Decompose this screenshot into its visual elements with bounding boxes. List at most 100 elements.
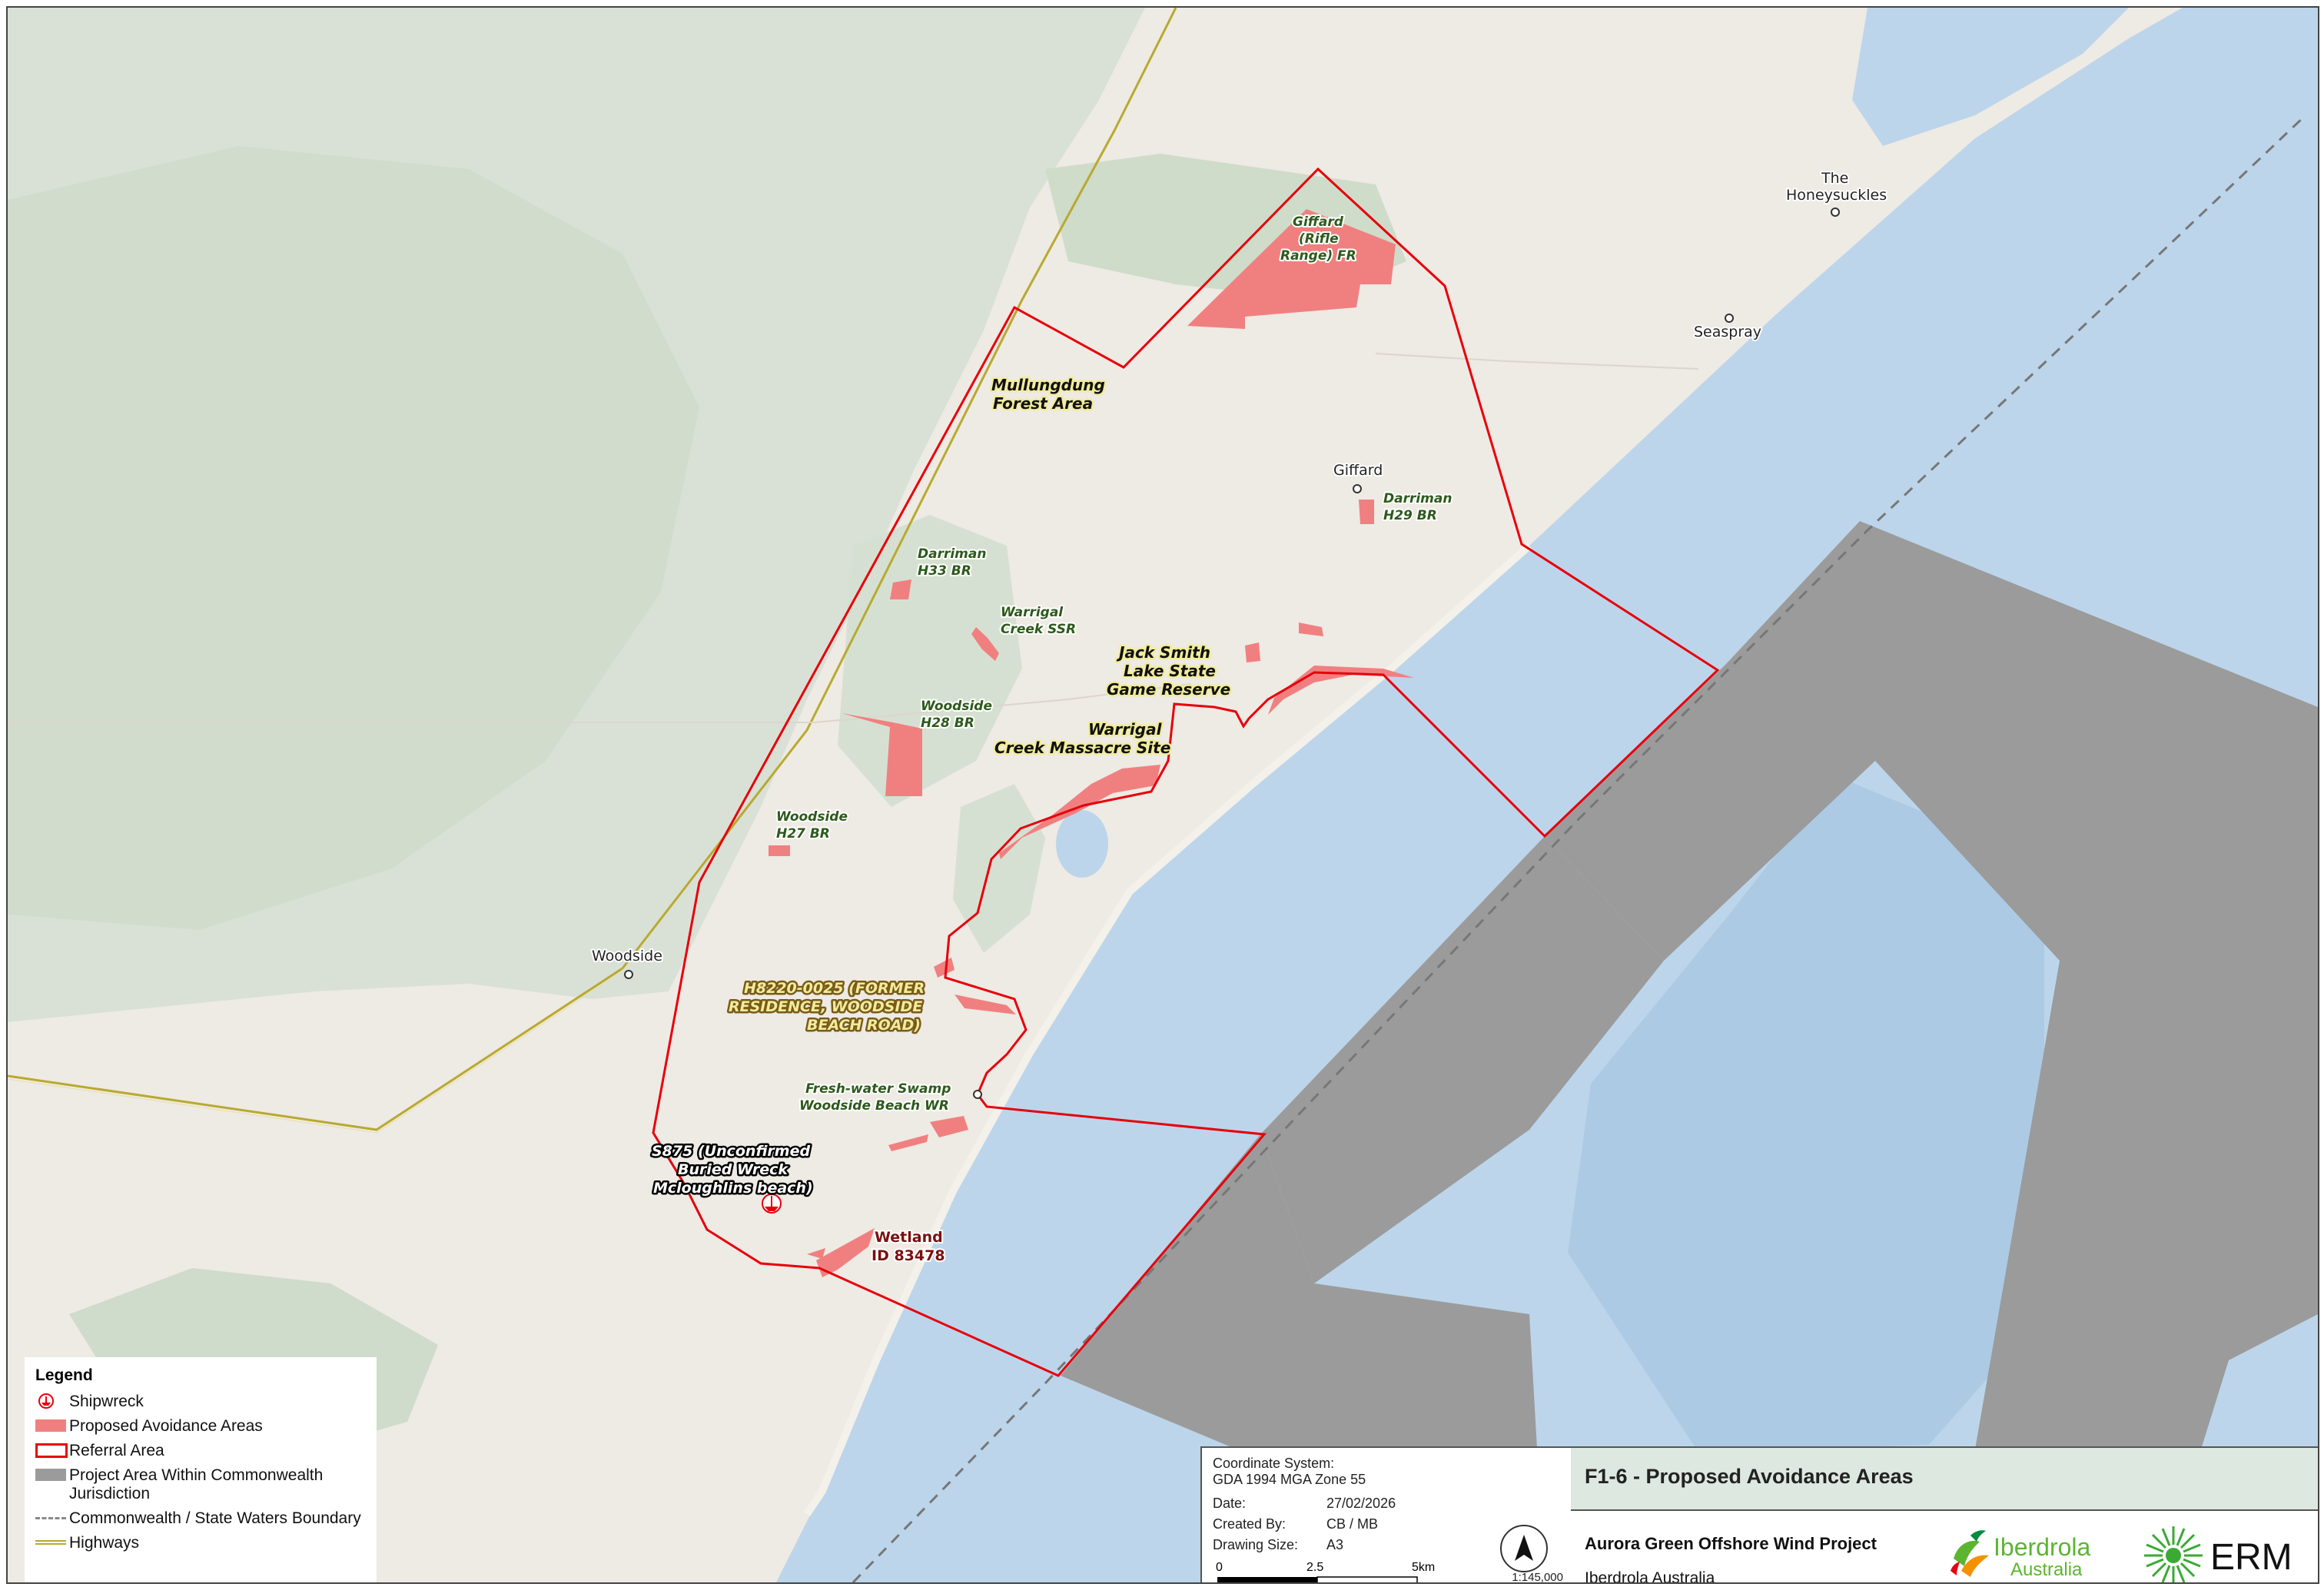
created-value: CB / MB: [1326, 1516, 1379, 1532]
legend-item-referral: Referral Area: [35, 1442, 366, 1460]
commonwealth-state-boundary: [852, 114, 2307, 1582]
erm-logo: ERM: [2141, 1522, 2310, 1582]
shipwreck-icon: [38, 1393, 54, 1409]
avoidance-darriman-h29: [1359, 500, 1374, 524]
label-giffard-fr: Giffard: [1293, 214, 1344, 230]
iberdrola-leaf-icon: [1950, 1530, 1989, 1577]
coastline: [803, 543, 1532, 1516]
label-s875: S875 (Unconfirmed: [652, 1143, 810, 1160]
scale-ratio: 1:145,000: [1512, 1571, 1563, 1584]
highway: [8, 971, 623, 1134]
road: [8, 683, 1192, 723]
label-giffard-fr: (Rifle: [1299, 231, 1339, 247]
label-jack-smith: Jack Smith: [1116, 643, 1210, 662]
label-mullungdung: Mullungdung: [991, 376, 1105, 394]
legend-item-shipwreck: Shipwreck: [35, 1393, 366, 1411]
erm-burst-icon: [2144, 1526, 2203, 1582]
place-seaspray: Seaspray: [1694, 324, 1761, 340]
forest-patch: [838, 515, 1022, 807]
scale-bar: 0 2.5 5km: [1216, 1560, 1462, 1582]
label-darriman-h29: Darriman: [1383, 491, 1452, 506]
label-giffard-fr: Range) FR: [1280, 248, 1356, 264]
avoidance-massacre-site: [999, 765, 1160, 859]
commonwealth-project-area: [1260, 836, 1664, 1283]
map-canvas[interactable]: The Honeysuckles Seaspray Giffard Woodsi…: [8, 8, 2318, 1582]
legend-item-commonwealth: Project Area Within Commonwealth Jurisdi…: [35, 1466, 366, 1503]
avoidance-h8220: [954, 994, 1016, 1014]
place-dot: [1353, 484, 1362, 493]
avoidance-area: [888, 1134, 928, 1151]
scale-tick-0: 0: [1216, 1561, 1223, 1574]
label-woodside-h27: H27 BR: [776, 826, 830, 842]
legend: Legend Shipwreck Proposed Avoidance Area…: [25, 1357, 377, 1582]
avoidance-giffard-fr: [1187, 209, 1396, 329]
lake: [1056, 810, 1108, 878]
avoidance-area: [934, 958, 954, 978]
legend-item-boundary: Commonwealth / State Waters Boundary: [35, 1509, 366, 1528]
highway-line-swatch: [35, 1540, 66, 1545]
label-darriman-h33: Darriman: [918, 546, 986, 562]
place-dot: [624, 970, 633, 979]
label-massacre-site: Creek Massacre Site: [994, 739, 1170, 757]
label-freshwater-swamp: Woodside Beach WR: [799, 1098, 949, 1114]
legend-label: Highways: [69, 1534, 140, 1552]
iberdrola-logo-text: Iberdrola: [1994, 1533, 2091, 1561]
estuary: [1852, 8, 2129, 146]
date-value: 27/02/2026: [1326, 1496, 1396, 1511]
label-warrigal-ssr: Creek SSR: [1001, 622, 1076, 637]
place-dot: [1831, 208, 1840, 217]
scale-tick-1: 2.5: [1306, 1561, 1323, 1574]
size-label: Drawing Size:: [1213, 1537, 1299, 1552]
label-h8220: RESIDENCE, WOODSIDE: [729, 998, 922, 1015]
scale-tick-2: 5km: [1412, 1561, 1435, 1574]
label-h8220: H8220-0025 (FORMER: [744, 980, 925, 997]
label-s875: Mcloughlins beach): [653, 1180, 813, 1197]
avoidance-darriman-h33: [890, 579, 911, 599]
avoidance-area: [1299, 623, 1323, 636]
red-outline-swatch: [35, 1443, 68, 1458]
avoidance-woodside-h28: [842, 713, 922, 796]
place-the-honeysuckles: The: [1821, 170, 1848, 187]
label-jack-smith: Lake State: [1124, 662, 1216, 680]
label-freshwater-swamp: Fresh-water Swamp: [805, 1081, 951, 1097]
map-frame: The Honeysuckles Seaspray Giffard Woodsi…: [6, 6, 2319, 1584]
label-wetland: ID 83478: [872, 1247, 945, 1264]
project-name: Aurora Green Offshore Wind Project: [1585, 1534, 1877, 1553]
avoidance-area: [1245, 642, 1260, 662]
commonwealth-project-area: [1545, 521, 2318, 1582]
legend-item-highways: Highways: [35, 1534, 366, 1552]
dashed-line-swatch: [35, 1516, 66, 1519]
iberdrola-logo: Iberdrola Australia: [1947, 1528, 2132, 1582]
label-wetland: Wetland: [875, 1229, 943, 1246]
label-massacre-site: Warrigal: [1088, 720, 1163, 739]
place-the-honeysuckles: Honeysuckles: [1786, 187, 1887, 204]
figure-title: F1-6 - Proposed Avoidance Areas: [1571, 1448, 2318, 1511]
label-h8220: BEACH ROAD): [807, 1017, 921, 1034]
client-name: Iberdrola Australia: [1585, 1569, 1715, 1584]
avoidance-areas: [769, 209, 1414, 1277]
label-warrigal-ssr: Warrigal: [1001, 605, 1064, 620]
highway: [8, 967, 623, 1131]
label-darriman-h33: H33 BR: [918, 563, 971, 579]
title-block: F1-6 - Proposed Avoidance Areas Aurora G…: [1571, 1446, 2318, 1584]
label-woodside-h28: Woodside: [921, 699, 992, 714]
label-woodside-h28: H28 BR: [921, 715, 974, 731]
avoidance-area: [807, 1248, 825, 1259]
pink-fill-swatch: [35, 1419, 66, 1432]
avoidance-woodside-h27: [769, 845, 790, 856]
label-mullungdung: Forest Area: [993, 394, 1093, 413]
legend-label: Referral Area: [69, 1442, 164, 1459]
label-darriman-h29: H29 BR: [1383, 508, 1437, 523]
road: [1375, 353, 1699, 370]
place-dot: [973, 1090, 982, 1099]
deep-water: [1568, 776, 2044, 1453]
date-label: Date:: [1213, 1496, 1247, 1511]
created-label: Created By:: [1213, 1516, 1286, 1532]
coordinate-system-value: GDA 1994 MGA Zone 55: [1213, 1472, 1366, 1487]
avoidance-freshwater-swamp: [930, 1116, 968, 1137]
highway: [621, 8, 1177, 969]
forest-patch: [8, 146, 699, 930]
label-woodside-h27: Woodside: [776, 809, 848, 825]
legend-title: Legend: [35, 1366, 93, 1384]
erm-logo-text: ERM: [2210, 1537, 2292, 1578]
